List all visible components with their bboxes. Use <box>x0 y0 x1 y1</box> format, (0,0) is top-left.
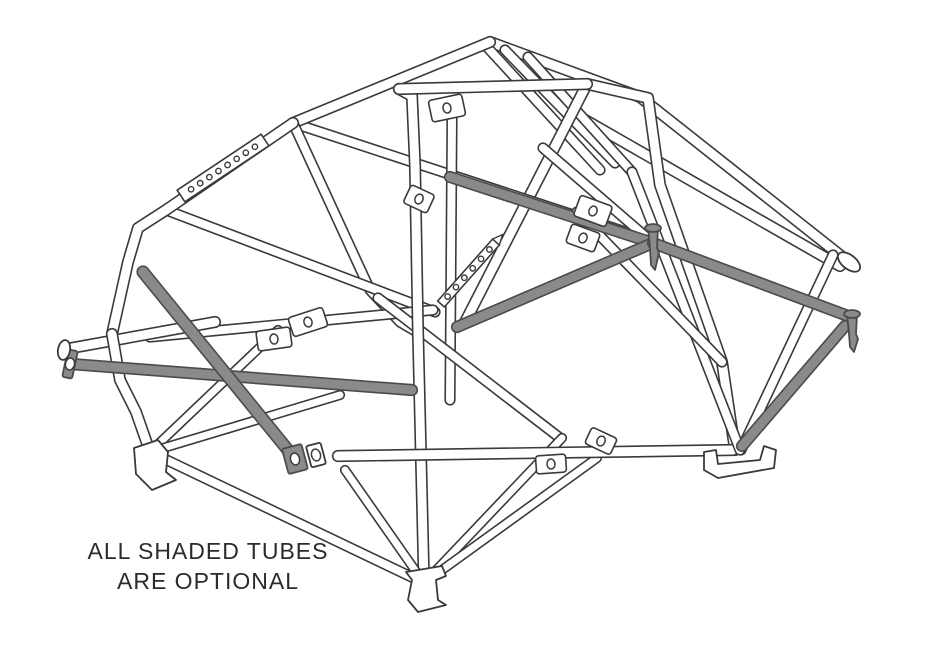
diagram-caption: ALL SHADED TUBES ARE OPTIONAL <box>80 536 336 596</box>
roof-gusset-hole <box>442 102 452 114</box>
front-foot-diagonal-left <box>341 466 428 587</box>
a-pillar-perforated-plate-hole <box>187 185 195 193</box>
shaded-peg-rear <box>846 313 859 353</box>
a-pillar-perforated-plate-hole <box>224 161 231 169</box>
shaded-mid-bar-front <box>445 172 658 248</box>
bottom-rail <box>333 445 738 461</box>
shaded-peg-rear-cap <box>843 309 861 319</box>
roof-fan-bar-3 <box>524 53 636 176</box>
a-pillar-perforated-plate-hole <box>242 149 250 157</box>
shaded-left-bar <box>66 359 417 395</box>
mid-gusset-2-hole <box>588 205 598 217</box>
rear-brace-upper <box>635 92 850 264</box>
roof-fan-bar-2 <box>501 46 619 167</box>
white-bottom-flange-hole <box>310 448 322 462</box>
shaded-peg-mid-cap <box>644 223 662 233</box>
left-diagonal-2 <box>146 391 344 456</box>
a-pillar-perforated-plate-hole <box>196 179 204 187</box>
dash-gusset-hole <box>269 333 279 345</box>
mid-perforated-strip-hole <box>469 264 477 272</box>
shaded-end-flange-hole <box>64 357 76 371</box>
mid-perforated-strip-hole <box>477 255 485 263</box>
roof-ridge-left <box>288 37 495 128</box>
main-hoop-right-leg <box>582 79 740 455</box>
rear-right-foot <box>703 445 777 479</box>
a-pillar-perforated-plate-hole <box>215 167 222 175</box>
a-pillar-perforated-plate-hole <box>205 173 213 181</box>
front-left-post <box>107 329 155 457</box>
mid-x-bar <box>539 144 657 247</box>
a-pillar-perforated-plate-hole <box>251 143 259 151</box>
mid-perforated-strip-tip <box>491 233 504 247</box>
shaded-peg-mid <box>647 227 660 271</box>
diag-gusset-hole <box>303 316 313 328</box>
rail-gusset-2-hole <box>596 435 606 447</box>
left-diagonal-1 <box>146 326 282 456</box>
a-pillar-perforated-plate-hole <box>233 155 241 163</box>
caption-line-2: ARE OPTIONAL <box>117 568 299 594</box>
rear-x-bar-2 <box>573 208 726 366</box>
rail-gusset-1-hole <box>546 458 556 470</box>
front-center-foot <box>405 565 447 613</box>
mid-gusset-3-hole <box>578 232 588 244</box>
front-foot-diagonal-right-2 <box>420 454 601 587</box>
caption-line-1: ALL SHADED TUBES <box>87 538 329 564</box>
front-rail <box>146 448 428 587</box>
rear-x-bar-1 <box>628 168 744 454</box>
shaded-mid-bar-lower <box>452 238 658 332</box>
mid-perforated-strip-hole <box>485 246 493 253</box>
rear-lower-diagonal <box>737 251 837 454</box>
shaded-rear-diagonal <box>737 321 850 451</box>
mid-perforated-strip-hole <box>460 274 468 282</box>
long-diagonal <box>162 206 439 316</box>
shaded-front-diagonal <box>138 267 297 460</box>
beltline-diagonal <box>374 294 564 442</box>
shaded-mid-bar-rear <box>648 238 853 321</box>
left-tube-end-cap <box>56 339 72 361</box>
front-left-foot <box>133 439 177 491</box>
roof-cross-bar <box>394 79 592 94</box>
mid-perforated-strip-hole <box>452 283 460 291</box>
mid-gusset-1-hole <box>414 193 424 205</box>
roof-fan-bar-1 <box>483 43 604 174</box>
rear-tube-end-cap <box>836 251 862 273</box>
shaded-bottom-flange-hole <box>289 452 301 466</box>
mid-perforated-strip-hole <box>444 293 451 300</box>
rear-brace-lower <box>568 108 845 271</box>
